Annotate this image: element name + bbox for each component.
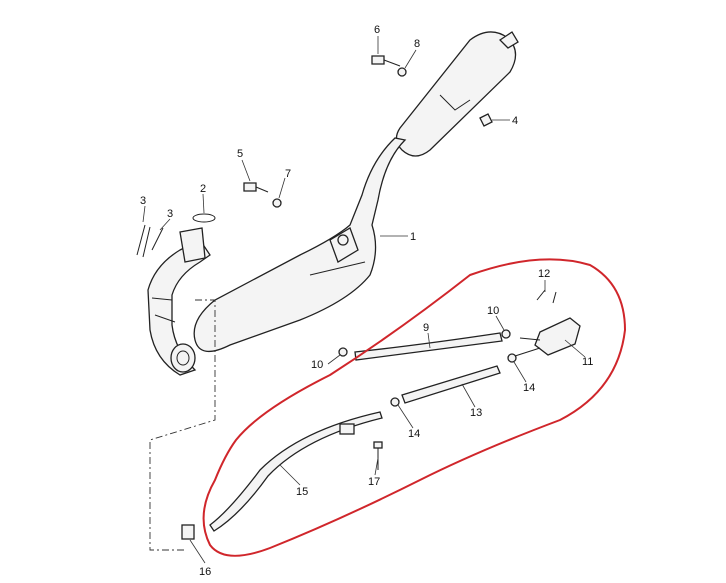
callout-6: 6: [374, 24, 380, 36]
callout-4: 4: [512, 115, 518, 127]
callout-3: 3: [140, 195, 146, 207]
hose-parts: [181, 317, 581, 540]
callout-17: 17: [368, 476, 380, 488]
callout-5: 5: [237, 148, 243, 160]
callout-7: 7: [285, 168, 291, 180]
callout-10: 10: [311, 359, 323, 371]
callout-10: 10: [487, 305, 499, 317]
callout-15: 15: [296, 486, 308, 498]
exhaust-pipe-part: [147, 137, 407, 376]
callout-14: 14: [408, 428, 420, 440]
callout-9: 9: [423, 322, 429, 334]
highlight-outline: [202, 258, 627, 557]
callout-11: 11: [582, 356, 593, 368]
callout-12: 12: [538, 268, 550, 280]
leader-lines: [142, 36, 586, 564]
callout-13: 13: [470, 407, 482, 419]
callout-16: 16: [199, 566, 211, 578]
callout-14: 14: [523, 382, 535, 394]
callout-2: 2: [200, 183, 206, 195]
callout-8: 8: [414, 38, 420, 50]
callout-1: 1: [410, 231, 416, 243]
hardware-parts: [136, 55, 557, 304]
callout-3: 3: [167, 208, 173, 220]
callout-labels: 6 8 4 5 7 2 3 3 1 12 10 9 11 10 14 13 14…: [140, 24, 593, 578]
silencer-part: [395, 31, 519, 157]
